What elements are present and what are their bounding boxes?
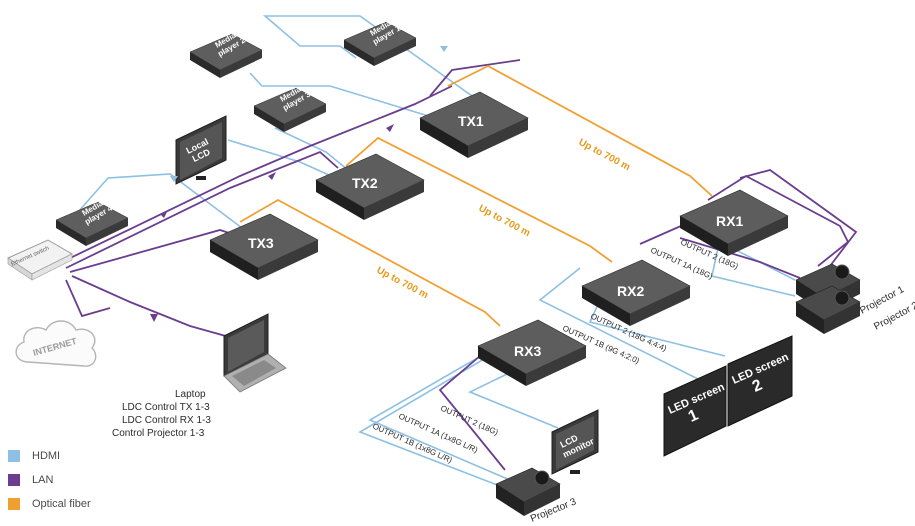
lan-cables bbox=[61, 59, 858, 471]
fiber-tx1-rx1 bbox=[447, 64, 713, 197]
rx1-label: RX1 bbox=[716, 213, 743, 229]
fiber-tx2-rx2 bbox=[345, 136, 613, 263]
legend-item-lan: LAN bbox=[8, 468, 91, 492]
lcd-monitor: LCD monitor bbox=[551, 409, 599, 475]
lan-switch-internet bbox=[65, 279, 111, 318]
hdmi-mp2-tx1 bbox=[249, 72, 436, 119]
led-screen-2: LED screen 2 bbox=[727, 335, 793, 427]
projector-1-2-stack bbox=[795, 263, 861, 334]
distance-tx1-rx1: Up to 700 m bbox=[577, 137, 632, 173]
media-player-2: Media player 2 bbox=[189, 30, 263, 78]
tx2-device: TX2 bbox=[315, 153, 425, 220]
distance-tx2-rx2: Up to 700 m bbox=[477, 203, 532, 239]
tx3-device: TX3 bbox=[209, 213, 319, 280]
tx3-label: TX3 bbox=[248, 235, 274, 251]
legend-swatch-lan bbox=[8, 474, 20, 486]
legend-label-hdmi: HDMI bbox=[32, 450, 61, 462]
hdmi-lcd-tx2 bbox=[227, 139, 341, 181]
projector-3 bbox=[495, 467, 561, 516]
lan-rx2-projector bbox=[679, 237, 801, 279]
flow-arrows bbox=[150, 124, 394, 322]
lan-tx1-rx-loop bbox=[429, 59, 521, 97]
local-lcd: Local LCD bbox=[175, 115, 227, 185]
lan-switch-tx1 bbox=[61, 85, 453, 263]
hdmi-rx3-projector-b bbox=[358, 351, 506, 489]
legend-swatch-fiber bbox=[8, 498, 20, 510]
rx2-device: RX2 bbox=[581, 259, 691, 326]
fiber-tx3-rx3 bbox=[239, 198, 501, 327]
lan-switch-laptop bbox=[71, 275, 241, 341]
hdmi-rx2-led1 bbox=[538, 267, 701, 381]
ethernet-switch: Ethernet switch bbox=[6, 239, 74, 281]
legend-item-fiber: Optical fiber bbox=[8, 492, 91, 516]
rx1-device: RX1 bbox=[679, 189, 789, 256]
lan-rx1-loop-a bbox=[707, 174, 850, 267]
led-screen-1: LED screen 1 bbox=[663, 365, 727, 457]
lan-rx3-projector bbox=[438, 355, 506, 471]
laptop bbox=[223, 313, 287, 393]
laptop-caption: Laptop LDC Control TX 1-3 LDC Control RX… bbox=[112, 389, 214, 439]
legend-label-lan: LAN bbox=[32, 474, 54, 486]
hdmi-rx2-led2 bbox=[588, 299, 726, 357]
legend-label-fiber: Optical fiber bbox=[32, 498, 91, 510]
laptop-line4: Control Projector 1-3 bbox=[112, 428, 205, 439]
laptop-line2: LDC Control TX 1-3 bbox=[122, 402, 210, 413]
rx3-label: RX3 bbox=[514, 343, 541, 359]
distance-tx3-rx3: Up to 700 m bbox=[375, 265, 430, 301]
lan-switch-tx2 bbox=[65, 150, 339, 269]
laptop-line1: Laptop bbox=[175, 389, 206, 400]
tx1-label: TX1 bbox=[458, 113, 484, 129]
hdmi-flow-arrows bbox=[170, 46, 448, 182]
hdmi-rx3-projector-a bbox=[368, 344, 511, 481]
rx3-device: RX3 bbox=[477, 319, 587, 386]
lan-rx1-loop-b bbox=[739, 169, 858, 267]
legend-swatch-hdmi bbox=[8, 450, 20, 462]
fiber-cables bbox=[239, 64, 713, 327]
hdmi-mp4-tx3 bbox=[77, 173, 251, 235]
legend-item-hdmi: HDMI bbox=[8, 444, 91, 468]
rx3-output1b-label: OUTPUT 1B (1x8G L/R) bbox=[371, 422, 454, 465]
rx2-label: RX2 bbox=[617, 283, 644, 299]
media-player-1: Media player 1 bbox=[343, 18, 417, 66]
media-player-3: Media player 3 bbox=[253, 84, 327, 132]
tx1-device: TX1 bbox=[419, 91, 529, 158]
tx2-label: TX2 bbox=[352, 175, 378, 191]
laptop-line3: LDC Control RX 1-3 bbox=[122, 415, 211, 426]
internet-cloud: INTERNET bbox=[15, 320, 97, 367]
legend: HDMI LAN Optical fiber bbox=[8, 444, 91, 516]
hdmi-rx1-projector-b bbox=[711, 237, 796, 297]
media-player-4: Media player 4 bbox=[55, 198, 129, 246]
hdmi-mp3-tx2 bbox=[274, 127, 349, 171]
